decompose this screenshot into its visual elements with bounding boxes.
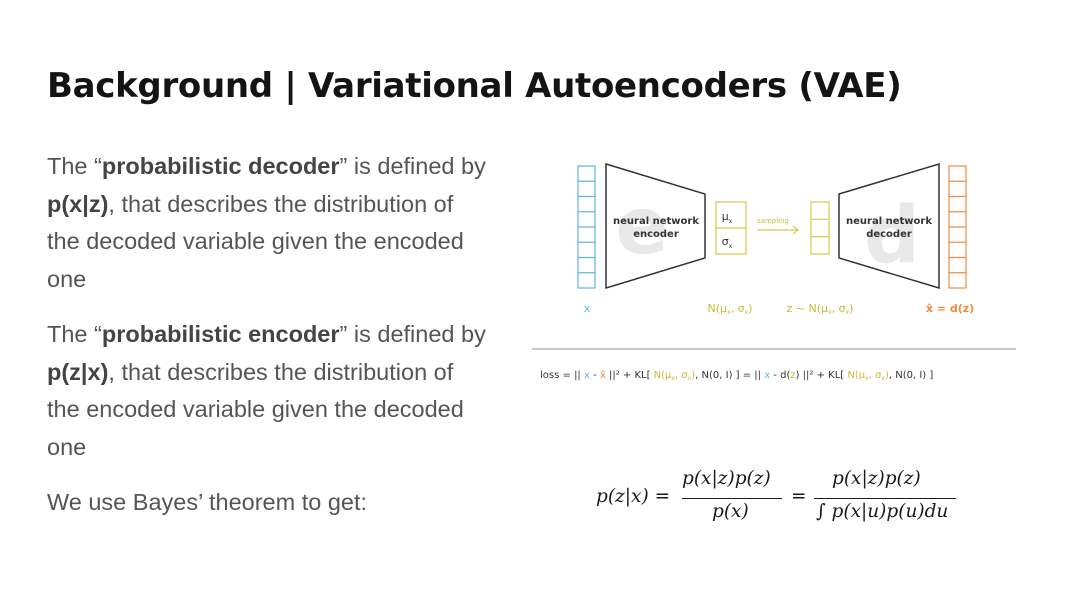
x-label: x [584, 302, 591, 315]
fraction1-denominator: p(x) [712, 501, 749, 522]
decoder-term: probabilistic decoder [101, 153, 340, 179]
sampling-arrow [758, 225, 799, 235]
latent-params-box: μx σx [715, 201, 747, 255]
vae-diagram: e neural network encoder μx σx sampling … [532, 162, 1016, 382]
formula-lhs: p(z|x) = [596, 486, 671, 507]
slide-title: Background | Variational Autoencoders (V… [47, 66, 902, 106]
xhat-label: x̂ = d(z) [926, 302, 974, 315]
decoder-label-line1: neural network [846, 216, 932, 227]
mu-symbol: μx [722, 210, 733, 225]
output-vector [948, 165, 967, 289]
decoder-formula: p(x|z) [47, 190, 109, 217]
decoder-paragraph: The “probabilistic decoder” is defined b… [47, 153, 486, 292]
fraction2-denominator: ∫ p(x|u)p(u)du [816, 501, 949, 522]
formula-equals: = [791, 486, 807, 507]
encoder-label-line1: neural network [613, 216, 699, 227]
input-vector [577, 165, 596, 289]
z-label: z ~ N(μx, σx) [787, 302, 854, 316]
text-column: The “probabilistic decoder” is defined b… [47, 148, 487, 522]
encoder-trapezoid [605, 162, 706, 290]
encoder-label-line2: encoder [633, 229, 679, 240]
dist-label: N(μx, σx) [708, 302, 753, 316]
fraction1-numerator: p(x|z)p(z) [682, 468, 771, 489]
encoder-paragraph: The “probabilistic encoder” is defined b… [47, 321, 486, 460]
encoder-formula: p(z|x) [47, 358, 109, 385]
fraction1-bar [682, 498, 782, 500]
encoder-watermark: e [616, 182, 669, 272]
bayes-paragraph: We use Bayes’ theorem to get: [47, 489, 368, 515]
fraction2-bar [814, 498, 956, 500]
fraction2-numerator: p(x|z)p(z) [832, 468, 921, 489]
decoder-watermark: d [864, 191, 920, 281]
sampling-label: sampling [757, 217, 789, 225]
bayes-formula: p(z|x) = p(x|z)p(z) p(x) = p(x|z)p(z) ∫ … [594, 468, 994, 532]
decoder-trapezoid [838, 162, 940, 290]
latent-vector [810, 201, 830, 255]
loss-formula: loss = || x - x̂ ||² + KL[ N(μx, σx), N(… [540, 369, 933, 382]
sigma-symbol: σx [722, 235, 733, 250]
encoder-term: probabilistic encoder [101, 321, 340, 347]
decoder-label-line2: decoder [866, 229, 912, 240]
